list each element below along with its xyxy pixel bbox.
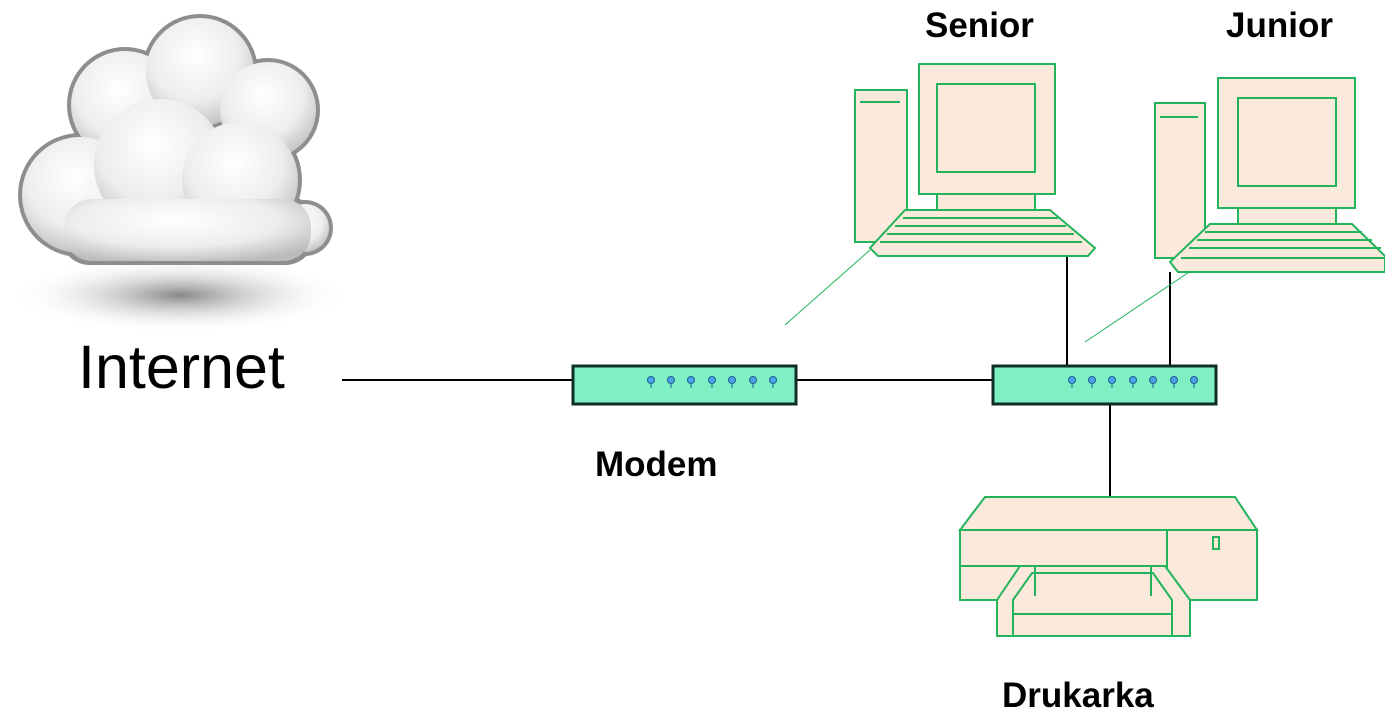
printer-label: Drukarka [1002,676,1154,715]
internet-label: Internet [78,333,285,401]
modem-label: Modem [595,445,718,484]
junior-label: Junior [1226,6,1333,45]
printer-icon[interactable] [957,496,1259,637]
cloud-icon [10,14,350,333]
desktop-computer-icon[interactable] [1154,77,1385,273]
desktop-computer-icon[interactable] [854,63,1097,257]
network-switch-icon[interactable] [991,364,1218,406]
senior-label: Senior [925,6,1034,45]
modem-icon[interactable] [571,364,798,406]
wireless-line-senior [784,249,871,326]
